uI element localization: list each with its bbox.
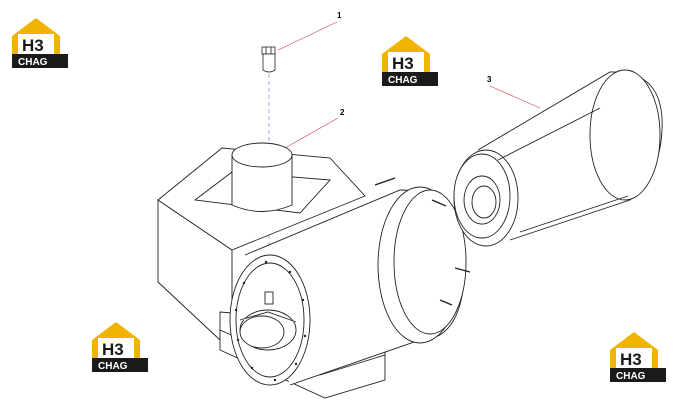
callout-3: 3 [487,75,541,109]
logo-subtitle-text: CHAG [616,371,646,382]
brand-logo-bottom-right: H3 CHAG [610,332,666,382]
logo-mark-text: H3 [102,340,124,359]
logo-subtitle-text: CHAG [388,75,418,86]
brand-logo-bottom-left: H3 CHAG [92,322,148,372]
air-filter-housing [157,142,471,399]
logo-mark-text: H3 [22,36,44,55]
filter-element-part [453,69,663,247]
logo-subtitle-text: CHAG [18,57,48,68]
callout-1-label: 1 [337,11,342,20]
logo-mark-text: H3 [392,54,414,73]
brand-logo-top-left: H3 CHAG [12,18,68,68]
callout-3-label: 3 [487,75,492,84]
callout-1: 1 [277,11,342,51]
brand-logo-top-center: H3 CHAG [382,36,438,86]
valve-part [261,46,276,73]
callout-2-label: 2 [340,108,345,117]
logo-mark-text: H3 [620,350,642,369]
callout-2: 2 [284,108,345,149]
logo-subtitle-text: CHAG [98,361,128,372]
